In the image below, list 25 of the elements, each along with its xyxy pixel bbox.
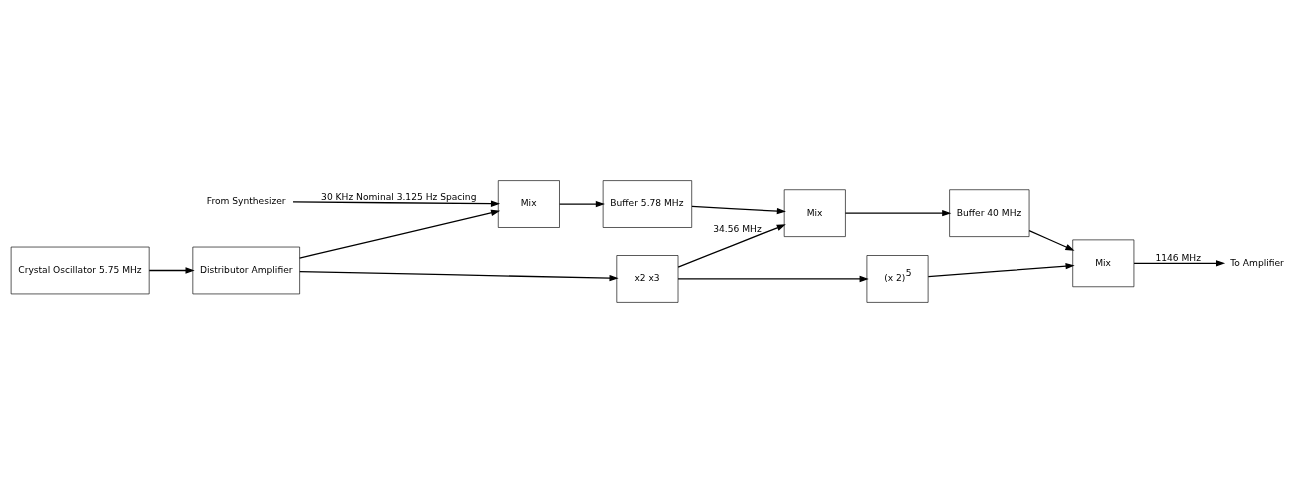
edge-label: 30 KHz Nominal 3.125 Hz Spacing	[321, 192, 477, 203]
edge-label: 1146 MHz	[1155, 252, 1201, 263]
node-box: Mix	[497, 180, 560, 228]
arrow	[292, 200, 501, 207]
node-box: Mix	[1072, 239, 1135, 288]
arrow	[677, 275, 869, 283]
arrow	[927, 262, 1075, 278]
node-box: Buffer 40 MHz	[949, 189, 1030, 237]
node-box: Distributor Amplifier	[192, 246, 300, 295]
arrow	[559, 200, 605, 208]
arrow	[844, 209, 952, 217]
node-box: Buffer 5.78 MHz	[602, 180, 693, 228]
arrow	[677, 224, 786, 268]
node-text: From Synthesizer	[206, 195, 286, 206]
arrow	[148, 267, 195, 274]
arrow	[691, 205, 786, 215]
arrow	[1133, 260, 1226, 267]
node-box: Crystal Oscillator 5.75 MHz	[10, 246, 150, 295]
arrow	[299, 270, 619, 282]
arrow	[1028, 229, 1075, 251]
node-text: To Amplifier	[1230, 257, 1284, 268]
node-box: x2 x3	[616, 255, 679, 303]
arrow	[299, 209, 501, 259]
edge-label: 34.56 MHz	[713, 224, 762, 235]
node-box: Mix	[783, 189, 846, 237]
